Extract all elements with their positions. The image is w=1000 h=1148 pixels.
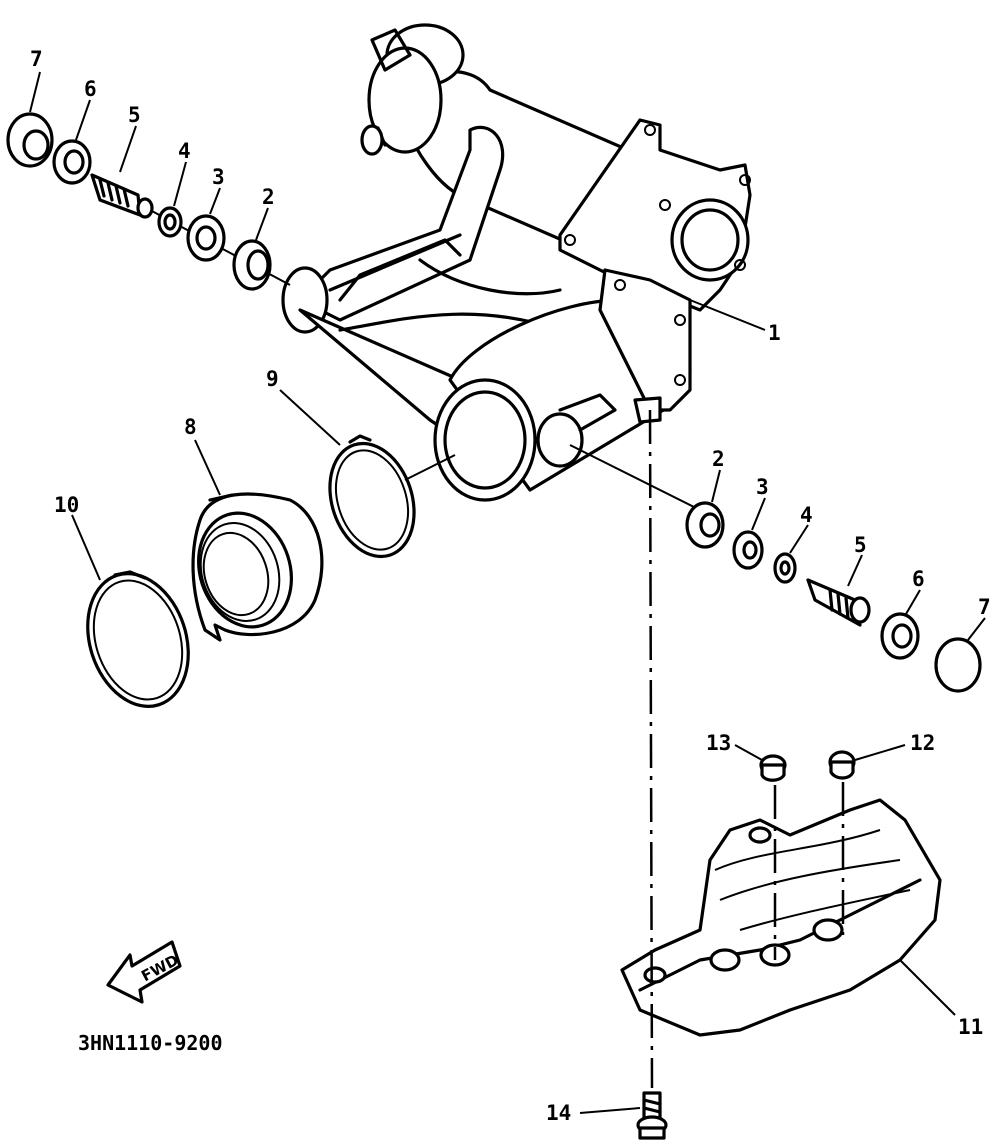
callout-4-right: 4 (800, 503, 813, 527)
callout-9: 9 (266, 367, 279, 391)
diagram-code: 3HN1110-9200 (78, 1031, 223, 1055)
part-4-washer-left (157, 206, 183, 238)
callout-8: 8 (184, 415, 197, 439)
callout-13: 13 (706, 731, 731, 755)
assembly-line-bolt (648, 409, 654, 1089)
part-2-bearing-left (232, 239, 272, 291)
fwd-arrow-icon: FWD (106, 940, 182, 1004)
part-14-bolt (636, 1091, 668, 1140)
callout-10: 10 (54, 493, 79, 517)
part-7-cap-right (934, 637, 982, 693)
callout-2-right: 2 (712, 447, 725, 471)
callout-6-right: 6 (912, 567, 925, 591)
axis-line-right (569, 444, 701, 511)
callout-3-left: 3 (212, 165, 225, 189)
callout-14: 14 (546, 1101, 571, 1125)
callout-4-left: 4 (178, 139, 191, 163)
callout-5-left: 5 (128, 103, 141, 127)
callout-7-left: 7 (30, 47, 43, 71)
part-6-nut-left (52, 139, 92, 185)
callout-7-right: 7 (978, 595, 991, 619)
part-3-seal-left (186, 214, 226, 262)
callout-labels: 7 6 5 4 3 2 1 9 8 10 2 3 4 5 6 7 13 12 1… (30, 47, 991, 1125)
callout-6-left: 6 (84, 77, 97, 101)
swingarm-part (281, 23, 752, 502)
callout-5-right: 5 (854, 533, 867, 557)
callout-1: 1 (768, 321, 781, 345)
part-11-guard (620, 798, 942, 1037)
part-12-grommet (828, 750, 856, 780)
callout-11: 11 (958, 1015, 983, 1039)
part-3-seal-right (732, 530, 764, 570)
part-2-bearing-right (685, 501, 725, 549)
callout-12: 12 (910, 731, 935, 755)
callout-3-right: 3 (756, 475, 769, 499)
callout-leaders (29, 71, 986, 1114)
part-6-nut-right (880, 612, 920, 660)
part-9-clamp (328, 434, 456, 559)
part-5-pivot-shaft-left (90, 173, 154, 219)
part-5-pivot-shaft-right (806, 578, 871, 627)
part-8-boot (191, 492, 324, 642)
callout-2-left: 2 (262, 185, 275, 209)
part-4-washer-right (773, 552, 797, 584)
part-13-grommet (759, 754, 787, 782)
part-7-cap-left (6, 112, 54, 168)
part-10-clamp (86, 570, 190, 708)
